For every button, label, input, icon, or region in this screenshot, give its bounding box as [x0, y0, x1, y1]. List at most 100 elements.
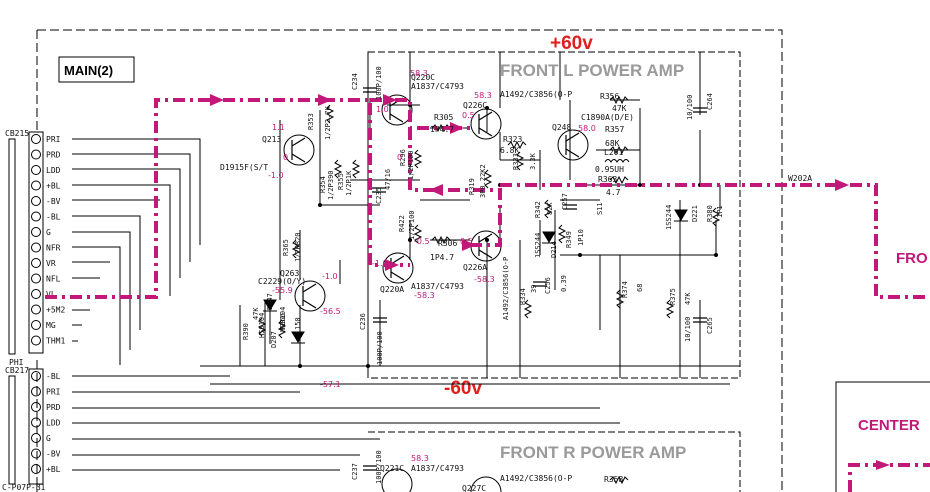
cb215-pin-label: LDD	[46, 166, 61, 175]
voltage-q248: 58.0	[578, 124, 596, 133]
q227c-label: Q227C	[462, 484, 486, 492]
cb215-pin-circle	[31, 180, 41, 191]
r363-value: 4.7	[606, 188, 621, 197]
cp07-label: C-P07P-B1	[2, 483, 46, 492]
cb215-pin-label: VR	[46, 259, 56, 268]
r354-value: 1/2P390	[327, 170, 335, 200]
c235-label: C235	[375, 187, 383, 204]
d207-label: D207	[270, 331, 278, 348]
r380-value: 1P1	[716, 205, 724, 218]
cb215-pin-circle	[31, 134, 41, 144]
r334-value: 39	[530, 285, 538, 293]
cb215-pin-circle	[31, 242, 41, 253]
r306-value: 1P4.7	[430, 253, 454, 262]
cb215-pin-label: -BV	[46, 197, 61, 206]
signal-arrows	[210, 94, 890, 470]
r374-value: 68	[636, 284, 644, 292]
r358-label: R358	[604, 475, 623, 484]
r296-value: 1/2P100	[407, 150, 415, 180]
r366-label: R366	[279, 313, 287, 330]
r380-label: R380	[706, 205, 714, 222]
voltage-q213-e: 0	[283, 153, 288, 162]
cb217-pin-circle	[31, 448, 41, 459]
center-label: CENTER	[858, 417, 920, 434]
q220a-part: A1837/C4793	[411, 282, 464, 291]
voltage-q220c-c: 58.3	[410, 69, 428, 78]
cb217-pin-label: -BL	[46, 372, 61, 381]
plus-rail-label: +60v	[550, 33, 593, 54]
q227c-symbol	[470, 476, 502, 492]
q220a-label: Q220A	[380, 285, 404, 294]
resistor-symbols	[257, 95, 721, 485]
cb217-pin-label: LDD	[46, 419, 61, 428]
c236-label: C236	[359, 313, 367, 330]
cb215-pin-circle	[31, 196, 41, 206]
q221c-part: A1837/C4793	[411, 464, 464, 473]
q226c-part: A1492/C3856(O-P	[500, 90, 572, 99]
c234-label: C234	[351, 73, 359, 90]
cb217-pin-circle	[31, 433, 41, 443]
front-r-amp-border	[368, 431, 741, 492]
cb217-pin-label: -BV	[46, 450, 61, 459]
voltage-r306-l: -0.5	[414, 237, 430, 246]
voltage-q220a-c: -58.3	[414, 291, 435, 300]
r366-value: 150	[294, 317, 302, 330]
q221c-symbol	[381, 468, 413, 492]
r355-value: 1/2P1K	[345, 170, 353, 196]
front-r-title: FRONT R POWER AMP	[500, 443, 686, 462]
cb215-pin-label: +BL	[46, 182, 61, 191]
phi-label: PHI	[9, 358, 24, 367]
main-block-label-box	[58, 56, 135, 83]
cb215-pin-circle	[31, 211, 41, 222]
cb215-pin-circle	[31, 289, 41, 299]
r365-value: 1/2P820	[294, 232, 302, 262]
q220c-part: A1837/C4793	[411, 82, 464, 91]
r375-value: 47K	[684, 292, 692, 305]
r319-value: 3P0.22K2	[479, 164, 487, 198]
r306-label: R306	[438, 239, 457, 248]
w202a-label: W202A	[788, 174, 812, 183]
q226c-symbol	[470, 108, 502, 140]
d214-part: 1SS244	[534, 233, 542, 258]
d207-part: HSS104	[258, 313, 266, 338]
q220a-symbol	[382, 252, 414, 284]
r334-label: R334	[519, 288, 527, 305]
voltage-q263-e: -55.9	[272, 286, 293, 295]
r333-value: 3.3K	[529, 152, 537, 170]
diode-symbols	[263, 209, 688, 344]
cb215-pin-label: PRI	[46, 135, 61, 144]
cb217-pin-label: PRD	[46, 403, 61, 412]
c234-value: 100P/100	[375, 66, 383, 100]
cb215-pin-label: G	[46, 228, 51, 237]
d247-label: D247	[266, 293, 274, 310]
c237-label: C237	[351, 463, 359, 480]
cb215-pin-circle	[31, 304, 41, 315]
cb215-pin-label: +5M2	[46, 306, 65, 315]
voltage-q220a-b: -1.0	[372, 259, 388, 268]
cb215-label: CB215	[5, 129, 29, 138]
cb217-pin-circle	[31, 417, 41, 428]
cb217-pin-label: +BL	[46, 465, 61, 474]
r365-label: R365	[282, 239, 290, 256]
cb215-pin-circle	[31, 165, 41, 175]
r355-label: R355	[337, 173, 345, 190]
r305-value: 1P4.7	[430, 125, 454, 134]
cb217-pin-label: PRI	[46, 388, 61, 397]
bus-wires	[72, 138, 740, 471]
cb215-pin-label: PRD	[46, 151, 61, 160]
c1890-label: C1890A(D/E)	[581, 113, 634, 122]
voltage-q226a: -58.3	[474, 275, 495, 284]
q221c-label: Q221C	[380, 464, 404, 473]
r356-value: 47K	[612, 104, 627, 113]
cb215-pin-label: VL	[46, 290, 56, 299]
l201-inductor	[604, 159, 630, 163]
voltage-bottom: -57.1	[320, 380, 341, 389]
r296-label: R296	[399, 149, 407, 166]
c256-value: 0.39	[560, 275, 568, 292]
voltage-q213-c: -1.0	[268, 171, 284, 180]
c265-label: C265	[706, 317, 714, 334]
fro-label: FRO	[896, 250, 928, 267]
cb215-pin-circle	[31, 273, 41, 284]
